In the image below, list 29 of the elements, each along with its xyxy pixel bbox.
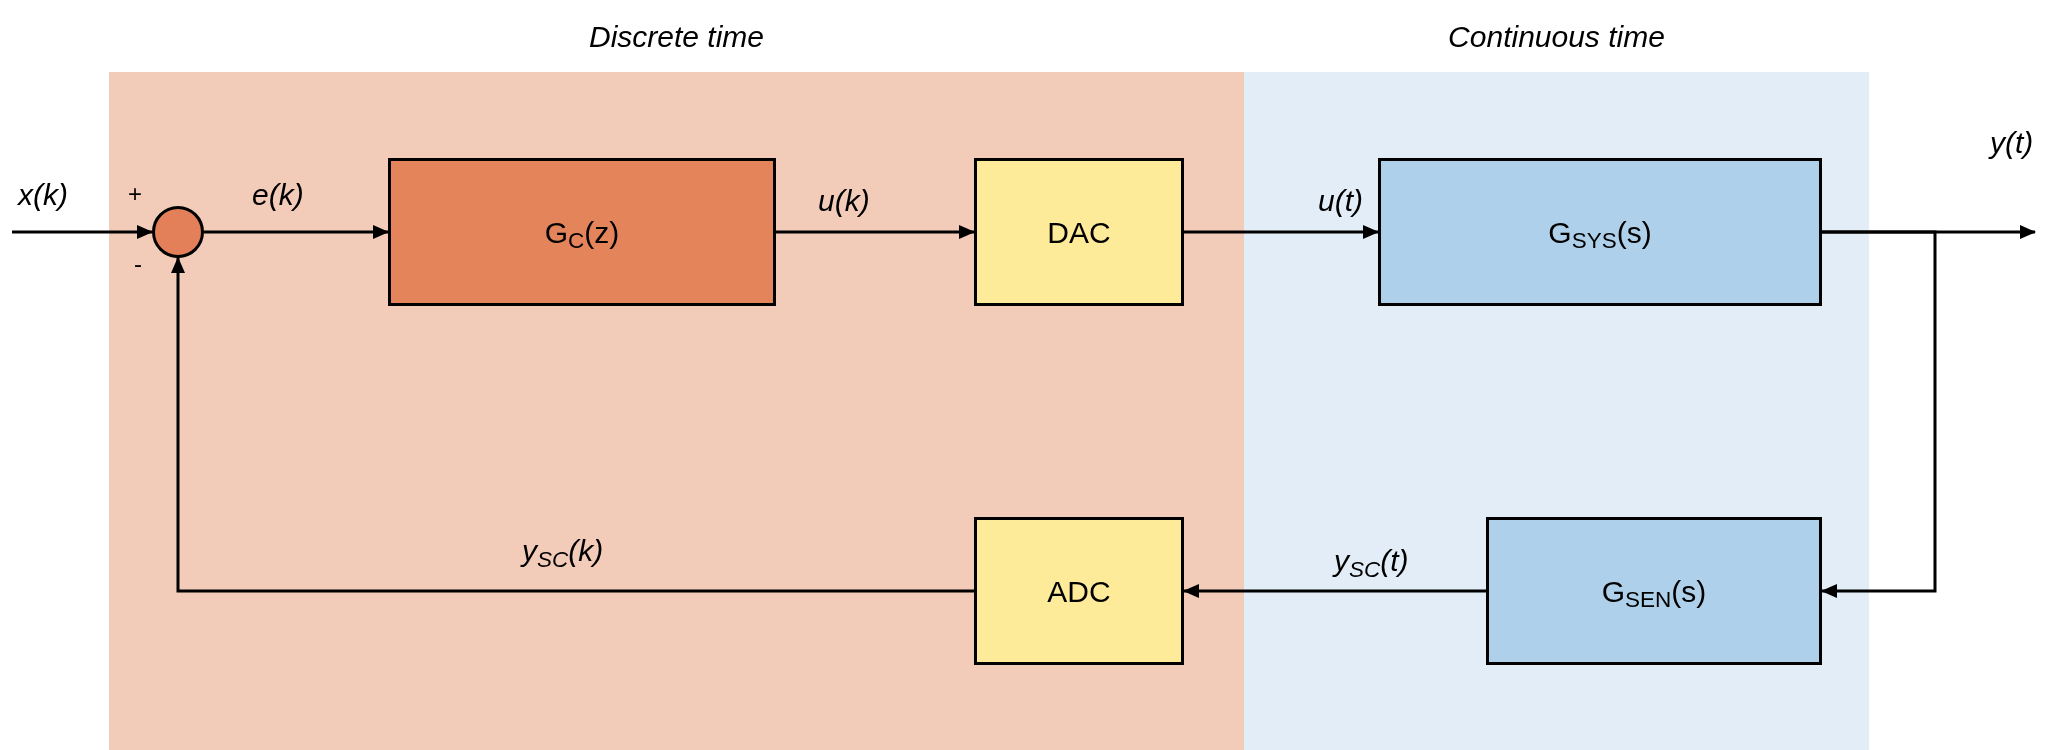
edge-label: x(k) bbox=[18, 177, 68, 213]
arrow bbox=[1183, 584, 1486, 598]
block-label: G$_{SEN}$(s) bbox=[1601, 573, 1707, 614]
edge-label: y$_{SC}$(k) bbox=[522, 533, 604, 573]
transfer-block bbox=[1378, 158, 1822, 306]
block-label: DAC bbox=[1047, 214, 1111, 251]
summing-junction bbox=[152, 206, 204, 258]
arrow bbox=[171, 257, 974, 593]
edge-label: e(k) bbox=[252, 177, 304, 213]
sign-label: - bbox=[134, 249, 142, 279]
edge-label: y(t) bbox=[1990, 125, 2034, 161]
band-title: Discrete time bbox=[587, 19, 765, 55]
band-title: Continuous time bbox=[1447, 19, 1666, 55]
block-label: G$_{C}$(z) bbox=[544, 214, 620, 255]
arrow bbox=[12, 225, 153, 239]
edge-label: u(k) bbox=[818, 183, 870, 219]
arrow bbox=[1821, 230, 1937, 598]
sign-label: + bbox=[128, 179, 142, 209]
transfer-block bbox=[974, 158, 1184, 306]
transfer-block bbox=[388, 158, 776, 306]
transfer-block bbox=[974, 517, 1184, 665]
arrow bbox=[204, 225, 389, 239]
block-label: G$_{SYS}$(s) bbox=[1548, 214, 1652, 255]
block-label: ADC bbox=[1047, 573, 1111, 610]
edge-label: y$_{SC}$(t) bbox=[1334, 543, 1409, 583]
arrow bbox=[776, 225, 975, 239]
edge-label: u(t) bbox=[1318, 183, 1363, 219]
transfer-block bbox=[1486, 517, 1822, 665]
arrow bbox=[1184, 225, 1379, 239]
